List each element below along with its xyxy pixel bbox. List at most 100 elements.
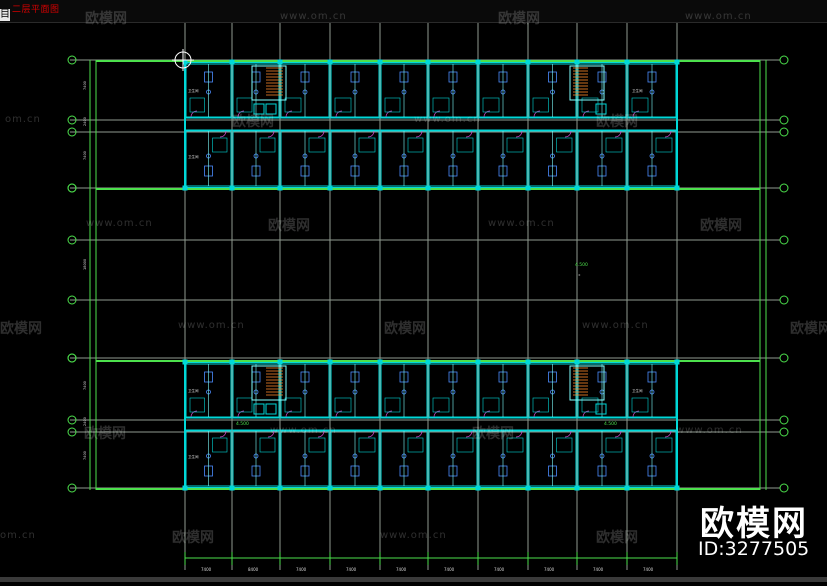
door-swing [317, 430, 325, 438]
door-swing [367, 130, 375, 138]
level-marker: 4.500 [575, 262, 588, 268]
watermark-brand: 欧模网 [596, 114, 638, 130]
door-swing [465, 130, 473, 138]
bed [506, 437, 524, 453]
structural-column [674, 59, 680, 65]
door-swing [190, 110, 198, 118]
bottom-dimension-label: 7400 [593, 567, 604, 572]
bed [456, 137, 474, 153]
side-dimension-label: 2400 [83, 117, 87, 126]
structural-column [377, 485, 383, 491]
axis-bubble [67, 235, 77, 245]
watermark-url: www.om.cn [380, 530, 447, 541]
axis-bubble [67, 183, 77, 193]
axis-bubble [67, 115, 77, 125]
axis-bubble [779, 427, 789, 437]
structural-column [574, 185, 580, 191]
watermark-url: www.om.cn [86, 218, 153, 229]
elevator-shaft [595, 403, 607, 415]
door-swing [564, 430, 572, 438]
bed [212, 137, 228, 153]
bed [556, 137, 573, 153]
watermark-url: www.om.cn [582, 320, 649, 331]
structural-column [674, 485, 680, 491]
bed [655, 437, 673, 453]
structural-column [229, 485, 235, 491]
door-swing [533, 410, 541, 418]
bed [407, 137, 424, 153]
axis-bubble [67, 353, 77, 363]
watermark-brand: 欧模网 [268, 218, 310, 234]
door-swing [433, 110, 441, 118]
watermark-brand: 欧模网 [700, 218, 742, 234]
structural-column [574, 359, 580, 365]
elevator-shaft [253, 403, 265, 415]
bed [334, 97, 352, 113]
bed [284, 97, 302, 113]
bed [556, 437, 573, 453]
axis-bubble [779, 415, 789, 425]
door-swing [564, 130, 572, 138]
bed [581, 397, 599, 413]
bed [631, 97, 649, 113]
watermark-brand: 欧模网 [498, 11, 540, 27]
elevator-shaft [595, 103, 607, 115]
watermark-url: www.om.cn [280, 11, 347, 22]
structural-column [475, 185, 481, 191]
structural-column [475, 485, 481, 491]
bottom-dimension-label: 7400 [296, 567, 307, 572]
axis-bubble [67, 483, 77, 493]
elevator-shaft [253, 103, 265, 115]
bed [284, 397, 302, 413]
structural-column [277, 185, 283, 191]
structural-column [525, 485, 531, 491]
stair-core [569, 365, 605, 401]
door-swing [465, 430, 473, 438]
axis-bubble [779, 55, 789, 65]
structural-column [229, 59, 235, 65]
room-label: 卫生间 [188, 154, 199, 159]
axis-bubble [779, 483, 789, 493]
structural-column [229, 359, 235, 365]
bed [605, 437, 623, 453]
horizontal-scrollbar[interactable] [0, 577, 827, 582]
axis-bubble [67, 415, 77, 425]
side-dimension-label: 18000 [83, 259, 87, 270]
level-marker: 4.500 [236, 421, 249, 427]
structural-column [425, 185, 431, 191]
door-swing [267, 130, 275, 138]
door-swing [582, 410, 590, 418]
bed [358, 137, 376, 153]
structural-column [525, 59, 531, 65]
drawing-title-link[interactable]: 二层平面图 [12, 5, 60, 15]
bed [308, 137, 326, 153]
door-swing [190, 410, 198, 418]
structural-column [377, 359, 383, 365]
watermark-brand: 欧模网 [85, 11, 127, 27]
structural-column [624, 185, 630, 191]
axis-bubble [779, 353, 789, 363]
axis-bubble [779, 183, 789, 193]
bed [384, 97, 401, 113]
viewport-tab-marker[interactable]: 目 [0, 9, 10, 21]
bed [308, 437, 326, 453]
watermark-url: www.om.cn [488, 218, 555, 229]
bed [384, 397, 401, 413]
axis-bubble [67, 55, 77, 65]
watermark-brand: 欧模网 [384, 321, 426, 337]
bottom-dimension-label: 7400 [494, 567, 505, 572]
structural-column [475, 59, 481, 65]
side-dimension-label: 7400 [83, 451, 87, 460]
side-dimension-label: 7400 [83, 381, 87, 390]
bed [259, 437, 276, 453]
watermark-brand: 欧模网 [790, 321, 827, 337]
structural-column [525, 185, 531, 191]
structural-column [425, 485, 431, 491]
door-swing [219, 430, 227, 438]
structural-column [327, 359, 333, 365]
structural-column [377, 185, 383, 191]
structural-column [327, 485, 333, 491]
structural-column [624, 59, 630, 65]
structural-column [624, 485, 630, 491]
